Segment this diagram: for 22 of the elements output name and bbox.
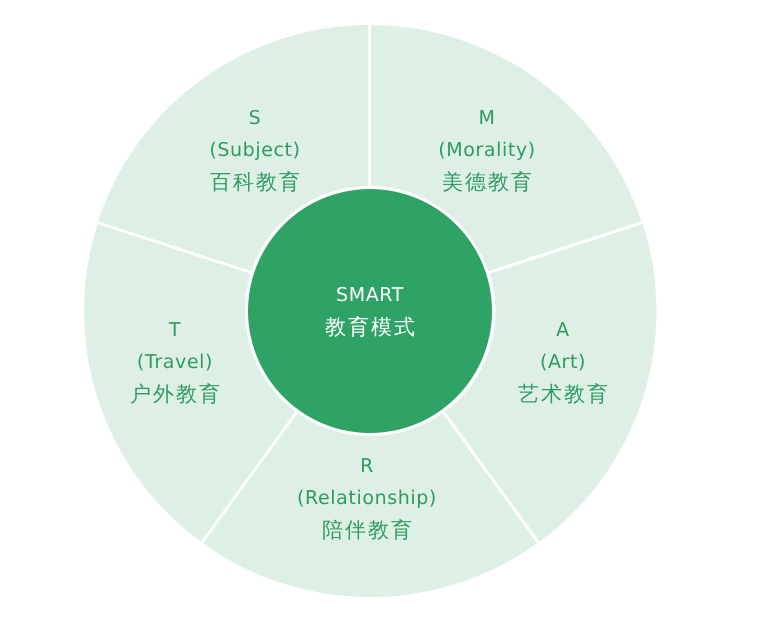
segment-english-name: (Travel) xyxy=(136,350,214,374)
segment-letter: R xyxy=(360,454,374,478)
ring-segment xyxy=(202,412,538,597)
ring-segment xyxy=(84,224,296,542)
ring-segment xyxy=(98,25,369,272)
ring-segment xyxy=(371,25,642,272)
center-title: SMART xyxy=(336,283,404,307)
segment-english-name: (Relationship) xyxy=(297,486,437,510)
segment-letter: T xyxy=(168,318,182,342)
segment-chinese-name: 美德教育 xyxy=(440,170,534,194)
segment-chinese-name: 户外教育 xyxy=(128,382,222,406)
segment-english-name: (Morality) xyxy=(438,138,536,162)
segment-letter: A xyxy=(556,318,570,342)
ring-segment xyxy=(444,224,656,542)
segment-chinese-name: 陪伴教育 xyxy=(320,518,414,542)
center-subtitle: 教育模式 xyxy=(324,315,417,339)
segment-english-name: (Art) xyxy=(540,350,586,374)
segment-chinese-name: 百科教育 xyxy=(208,170,302,194)
segment-letter: M xyxy=(478,106,496,130)
segment-letter: S xyxy=(248,106,262,130)
segment-english-name: (Subject) xyxy=(209,138,301,162)
segment-chinese-name: 艺术教育 xyxy=(516,382,610,406)
